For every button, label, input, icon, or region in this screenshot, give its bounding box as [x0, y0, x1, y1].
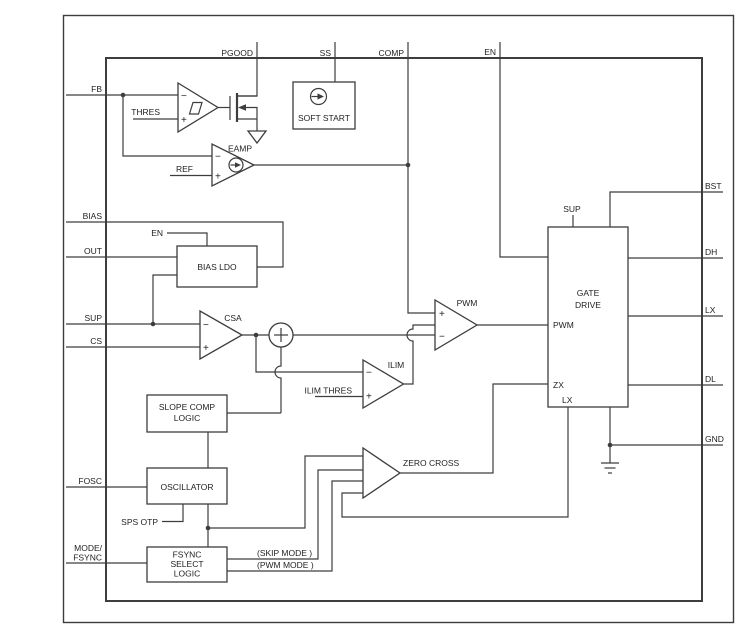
mode-fsync-pin-label-line1: MODE/ [74, 543, 103, 553]
gnd-pin-label: GND [705, 434, 724, 444]
pwm-mode-label: (PWM MODE ) [257, 560, 314, 570]
sps-otp-wire [162, 504, 184, 523]
comp-pin-wire [407, 42, 435, 314]
sps-otp-label: SPS OTP [121, 517, 158, 527]
gnd-junction-dot [607, 442, 613, 448]
pwm-minus: − [439, 332, 445, 343]
en-to-ldo-wire [167, 232, 208, 246]
slope-comp-label-line1: SLOPE COMP [159, 402, 216, 412]
fb-pin-label: FB [91, 84, 102, 94]
gate-drive-sup-label: SUP [563, 204, 581, 214]
pgood-comparator-plus: + [181, 115, 187, 126]
dh-pin-label: DH [705, 247, 717, 257]
zero-cross-label: ZERO CROSS [403, 458, 460, 468]
dl-pin-label: DL [705, 374, 716, 384]
pgood-mosfet-icon [229, 93, 258, 131]
ilim-plus: + [366, 392, 372, 403]
en-pin-wire [499, 42, 548, 258]
cs-pin-label: CS [90, 336, 102, 346]
mode-fsync-pin-label-line2: FSYNC [73, 553, 102, 563]
oscillator-block [146, 467, 228, 505]
csa-minus: − [203, 320, 209, 331]
soft-start-block [292, 81, 356, 130]
comp-pin-label: COMP [379, 48, 405, 58]
fsync-select-label-line3: LOGIC [174, 569, 200, 579]
slope-comp-to-sum-wire [274, 347, 282, 413]
lx-to-zerocross-wire [341, 407, 569, 518]
skip-mode-wire [227, 469, 363, 560]
fsync-select-label-line1: FSYNC [173, 550, 202, 560]
bst-pin-label: BST [705, 181, 722, 191]
csa-amplifier [199, 309, 244, 361]
lx-pin-label: LX [705, 305, 716, 315]
skip-mode-label: (SKIP MODE ) [257, 548, 312, 558]
oscillator-to-zerocross-wire [208, 455, 363, 529]
bias-ldo-block [176, 245, 258, 288]
ref-label: REF [176, 164, 193, 174]
sup-junction-dot [150, 321, 156, 327]
oscillator-junction-dot [205, 525, 211, 531]
open-drain-arrow-icon [246, 130, 268, 145]
gate-drive-zx-pin-label: ZX [553, 380, 564, 390]
eamp-minus: − [215, 152, 221, 163]
fb-junction-dot [120, 92, 126, 98]
current-source-icon [309, 87, 328, 106]
ilim-minus: − [366, 368, 372, 379]
pwm-plus: + [439, 309, 445, 320]
ilim-label: ILIM [388, 360, 405, 370]
pgood-pin-label: PGOOD [221, 48, 253, 58]
sup-pin-label: SUP [85, 313, 103, 323]
en-internal-label: EN [151, 228, 163, 238]
fosc-pin-label: FOSC [78, 476, 102, 486]
zero-cross-comparator [362, 446, 402, 500]
eamp-label: EAMP [228, 144, 252, 154]
gate-drive-block [547, 226, 629, 408]
ilim-thres-label: ILIM THRES [304, 386, 352, 396]
fb-to-eamp-wire [122, 95, 212, 157]
out-pin-label: OUT [84, 246, 102, 256]
ilim-comparator [362, 358, 405, 410]
thres-label: THRES [131, 107, 160, 117]
csa-output-junction-dot [253, 332, 259, 338]
csa-to-ilim-wire [255, 335, 363, 373]
bias-pin-label: BIAS [83, 211, 103, 221]
bias-pin-wire [66, 221, 284, 268]
bias-ldo-label: BIAS LDO [197, 262, 237, 272]
zero-cross-output-wire [400, 383, 548, 474]
ic-boundary [105, 57, 703, 602]
fsync-select-label-line2: SELECT [170, 559, 203, 569]
ground-symbol-icon [601, 462, 619, 474]
csa-plus: + [203, 343, 209, 354]
pwm-mode-wire [227, 480, 363, 572]
pwm-label: PWM [457, 298, 478, 308]
csa-label: CSA [224, 313, 242, 323]
en-pin-label: EN [484, 47, 496, 57]
slope-comp-label-line2: LOGIC [174, 413, 200, 423]
sup-to-ldo-wire [152, 274, 177, 324]
comp-junction-dot [405, 162, 411, 168]
outer-border [62, 14, 735, 624]
gate-drive-pwm-pin-label: PWM [553, 320, 574, 330]
hysteresis-icon [188, 101, 203, 115]
gate-drive-lx-pin-label: LX [562, 395, 573, 405]
fsync-select-block [146, 546, 228, 583]
ss-pin-label: SS [320, 48, 332, 58]
oscillator-label: OSCILLATOR [160, 482, 213, 492]
gate-drive-label-line2: DRIVE [575, 300, 601, 310]
soft-start-label: SOFT START [298, 113, 350, 123]
bst-pin-wire [609, 191, 723, 227]
eamp-gm-icon [228, 157, 244, 173]
gate-drive-label-line1: GATE [577, 288, 600, 298]
pgood-comparator-minus: − [181, 91, 187, 102]
ilim-output-wire [403, 324, 435, 385]
pgood-comparator [177, 81, 220, 134]
summing-junction-icon [268, 322, 294, 348]
eamp-plus: + [215, 172, 221, 183]
